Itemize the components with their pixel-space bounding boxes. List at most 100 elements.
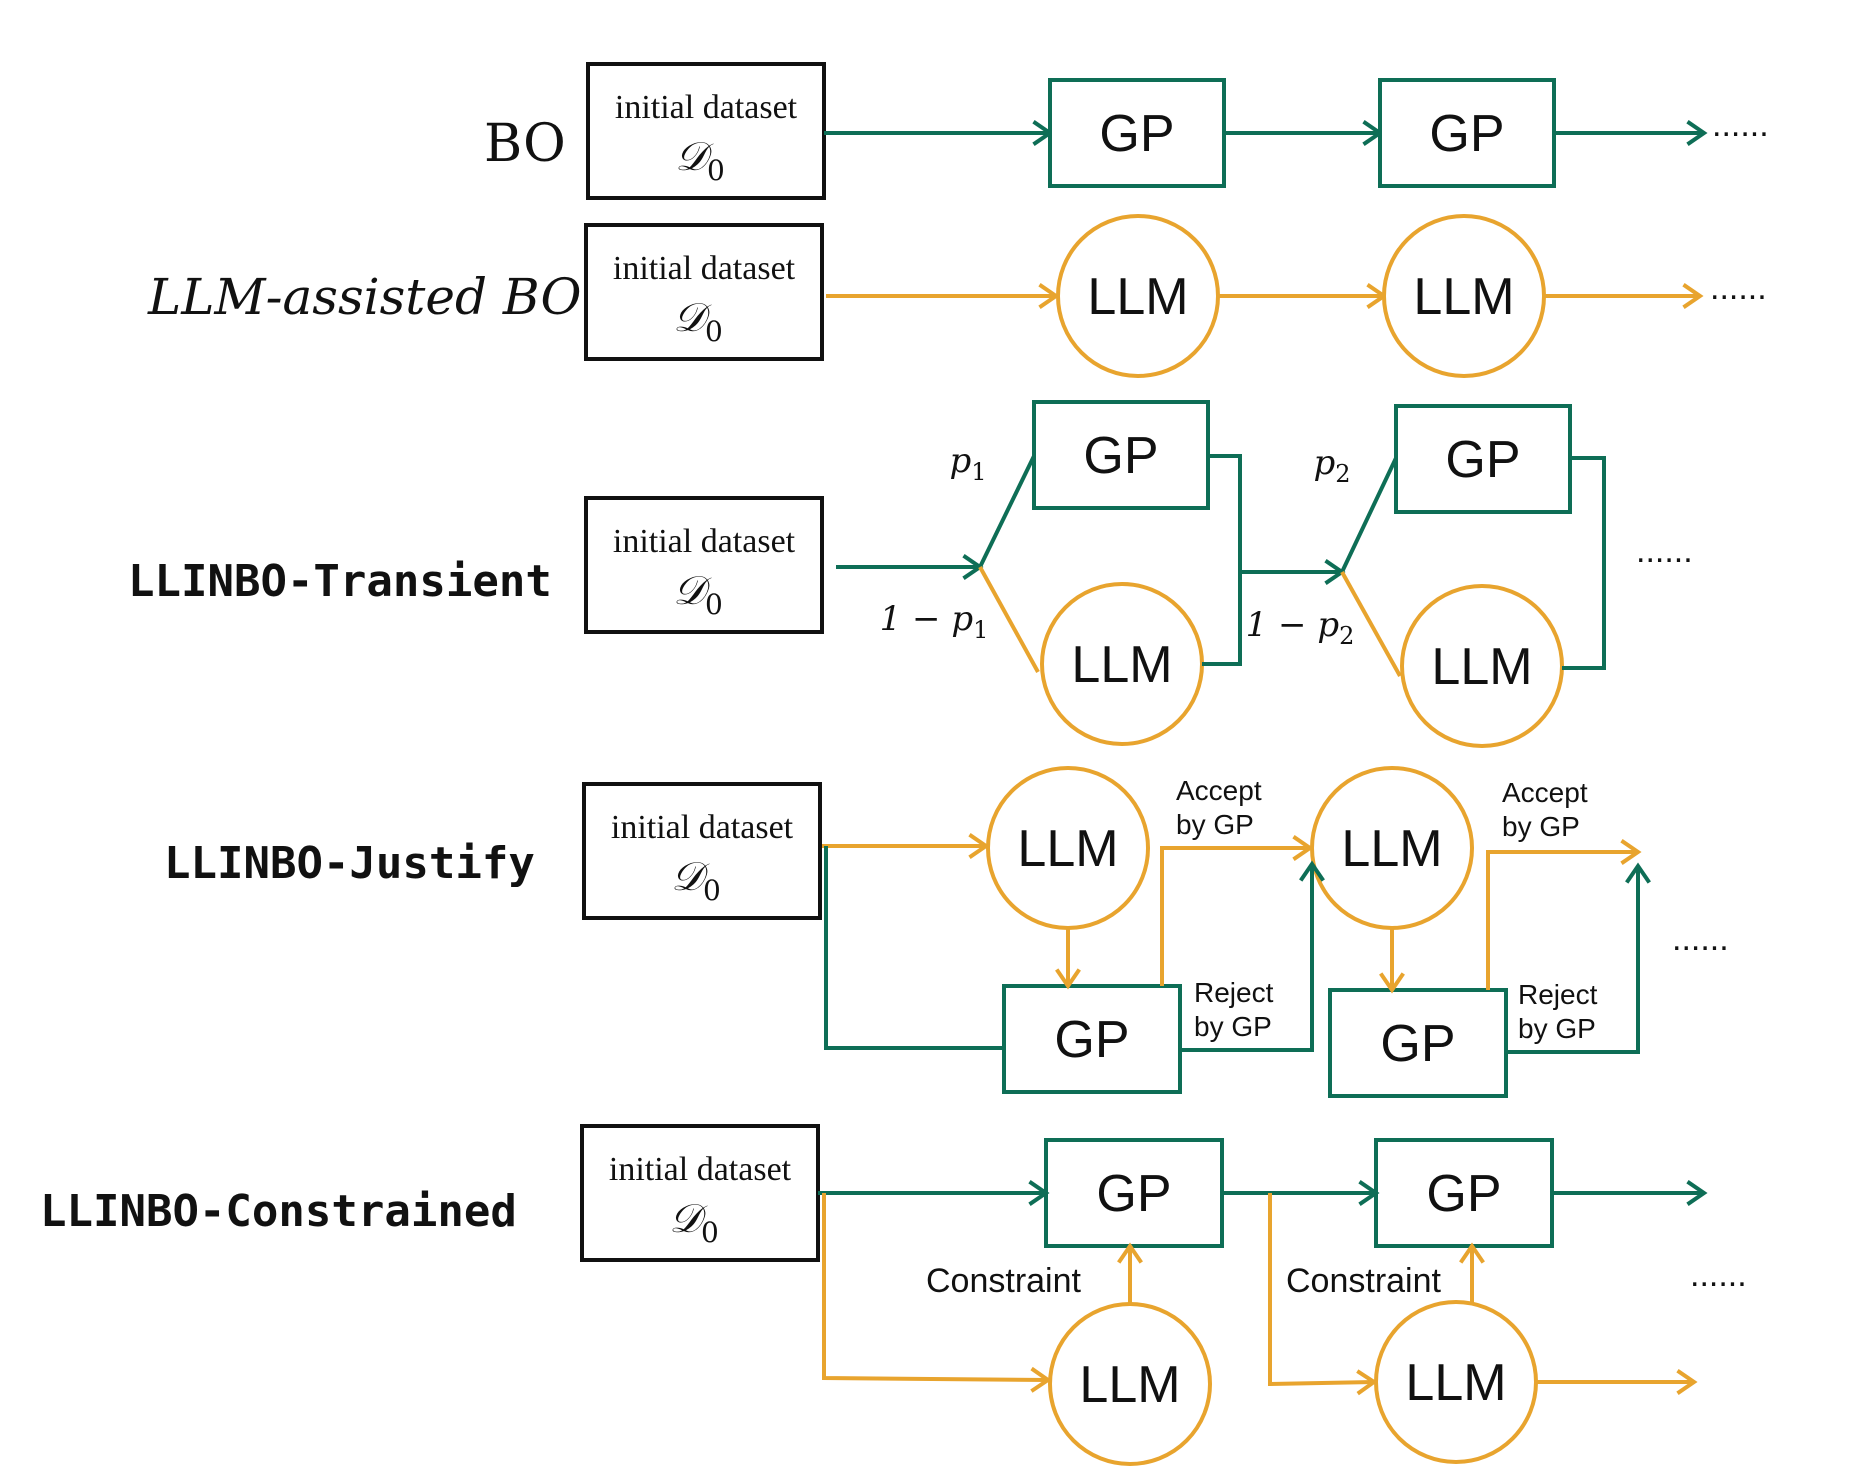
- row1-arrow-2: [1224, 120, 1384, 146]
- row3-branch-gp-2: [1340, 457, 1398, 573]
- row2-dataset-frame: [584, 223, 824, 361]
- row2-ellipsis: ......: [1710, 269, 1767, 307]
- row3-dataset-title: initial dataset: [613, 523, 796, 560]
- row5-llm-2-label: LLM: [1405, 1354, 1506, 1412]
- row3-branch-gp-2-path: [1340, 457, 1398, 573]
- row4-accept-2-sublabel: by GP: [1502, 811, 1580, 842]
- row1-dataset-frame: [586, 62, 826, 200]
- row3-llm-1-label: LLM: [1071, 636, 1172, 694]
- row2-dataset-title: initial dataset: [613, 250, 796, 287]
- row2-llm-1-label: LLM: [1087, 268, 1188, 326]
- row4-dataset-frame: [582, 782, 822, 920]
- row4-dataset-subscript: 0: [703, 874, 721, 907]
- row3-right-bracket: [1562, 456, 1606, 670]
- row4-reject-2-path: [1506, 866, 1640, 1054]
- row4-dataset-to-gp-path: [824, 846, 1004, 1050]
- row2-arrow-1: [826, 283, 1060, 309]
- row3-llm-1-out-path: [1202, 572, 1242, 666]
- row5-gp-1-to-gp-2: [1222, 1180, 1380, 1206]
- row5-gp-1-to-gp-2-arrowhead: [1358, 1180, 1380, 1206]
- row5-gp-2-label: GP: [1426, 1165, 1501, 1223]
- row3-gp-1-out: [1208, 454, 1242, 572]
- row2-llm-2: LLM: [1382, 214, 1546, 378]
- row3-gp-1-label: GP: [1083, 427, 1158, 485]
- row4-dataset-to-gp: [824, 846, 1004, 1050]
- row3-gp-1-frame: [1032, 400, 1210, 510]
- row5-llm-1-label: LLM: [1079, 1356, 1180, 1414]
- row3-arrow-in: [836, 554, 984, 580]
- row4-reject-1-sublabel: by GP: [1194, 1011, 1272, 1042]
- row5-gp-1-to-llm-2-arrowhead: [1356, 1369, 1378, 1396]
- row5-llm-2-out-arrowhead: [1676, 1369, 1698, 1395]
- row1-arrow-1: [824, 120, 1054, 146]
- row5-gp-1-to-llm-2-path: [1268, 1193, 1375, 1387]
- row5-gp-1-to-llm-2: [1268, 1193, 1378, 1396]
- row5-dataset-subscript: 0: [701, 1216, 719, 1249]
- row4-reject-1-path: [1180, 864, 1314, 1052]
- row5-constraint-1: [1117, 1242, 1143, 1304]
- row5-llm-1: LLM: [1048, 1302, 1212, 1466]
- row4-llm-1: LLM: [986, 766, 1150, 930]
- row3-llm-2: LLM: [1400, 584, 1564, 748]
- row5-ellipsis: ......: [1690, 1256, 1747, 1294]
- row5-dataset-title: initial dataset: [609, 1151, 792, 1188]
- row1-arrow-3: [1554, 120, 1708, 146]
- row5-dataset-to-llm-path: [822, 1193, 1049, 1382]
- row5-gp-1-label: GP: [1096, 1165, 1171, 1223]
- row3-dataset-frame: [584, 496, 824, 634]
- row5-llm-2: LLM: [1374, 1300, 1538, 1464]
- row5-gp-2-out: [1552, 1180, 1708, 1206]
- row3-branch-llm-2: [1340, 571, 1402, 677]
- row3-label-1-minus-p2: 1 − p2: [1246, 605, 1355, 650]
- row1-dataset-subscript: 0: [707, 154, 725, 187]
- row4-reject-2-sublabel: by GP: [1518, 1013, 1596, 1044]
- row1-gp-1-frame: [1048, 78, 1226, 188]
- row4-accept-2-label: Accept: [1502, 777, 1588, 808]
- row3-label-p1-subscript: 1: [971, 458, 986, 486]
- row3-branch-llm-1-path: [978, 566, 1040, 673]
- label-llinbo-transient: LLINBO-Transient: [128, 556, 552, 607]
- row4-reject-1-arrowhead: [1299, 860, 1325, 882]
- row3-branch-llm-2-path: [1340, 571, 1402, 677]
- row4-gp-2: GP: [1328, 988, 1508, 1098]
- row4-accept-2: [1486, 839, 1642, 990]
- row2-arrow-3-arrowhead: [1682, 283, 1704, 309]
- row5-llm-2-out: [1536, 1369, 1698, 1395]
- row4-llm-2-label: LLM: [1341, 820, 1442, 878]
- row4-llm-2-to-gp-2-arrowhead: [1379, 972, 1405, 994]
- row2-llm-1: LLM: [1056, 214, 1220, 378]
- row5-gp-2-out-arrowhead: [1686, 1180, 1708, 1206]
- row3-label-1-minus-p2-subscript: 2: [1339, 622, 1354, 650]
- row4-accept-1: [1160, 835, 1314, 986]
- row4-reject-2-label: Reject: [1518, 979, 1598, 1010]
- row4-dataset-to-llm: [822, 833, 990, 859]
- row3-right-bracket-path: [1562, 456, 1606, 670]
- row1-ellipsis: ......: [1712, 106, 1769, 144]
- row3-llm-2-label: LLM: [1431, 638, 1532, 696]
- row4-gp-2-frame: [1328, 988, 1508, 1098]
- row4-gp-1-label: GP: [1054, 1011, 1129, 1069]
- label-llm-assisted-bo: LLM-assisted BO: [148, 268, 582, 326]
- row5-dataset-to-llm: [822, 1193, 1052, 1393]
- row5-dataset-frame: [580, 1124, 820, 1262]
- label-bo: BO: [484, 114, 566, 174]
- row4-llm-1-to-gp-1: [1055, 928, 1081, 990]
- row4-accept-1-arrowhead: [1292, 835, 1314, 861]
- row4-ellipsis: ......: [1672, 920, 1729, 958]
- row4-reject-2-arrowhead: [1625, 862, 1651, 884]
- row3-gp-2-label: GP: [1445, 431, 1520, 489]
- row3-branch-llm-1: [978, 566, 1040, 673]
- row4-accept-2-path: [1486, 850, 1638, 990]
- row1-gp-1: GP: [1048, 78, 1226, 188]
- label-llinbo-justify: LLINBO-Justify: [164, 838, 535, 889]
- row3-gp-1: GP: [1032, 400, 1210, 510]
- row4-llm-1-to-gp-1-arrowhead: [1055, 968, 1081, 990]
- row3-branch-gp-1: [978, 455, 1036, 568]
- row4-reject-1-label: Reject: [1194, 977, 1274, 1008]
- row1-gp-1-label: GP: [1099, 105, 1174, 163]
- row4-reject-2: [1506, 862, 1651, 1054]
